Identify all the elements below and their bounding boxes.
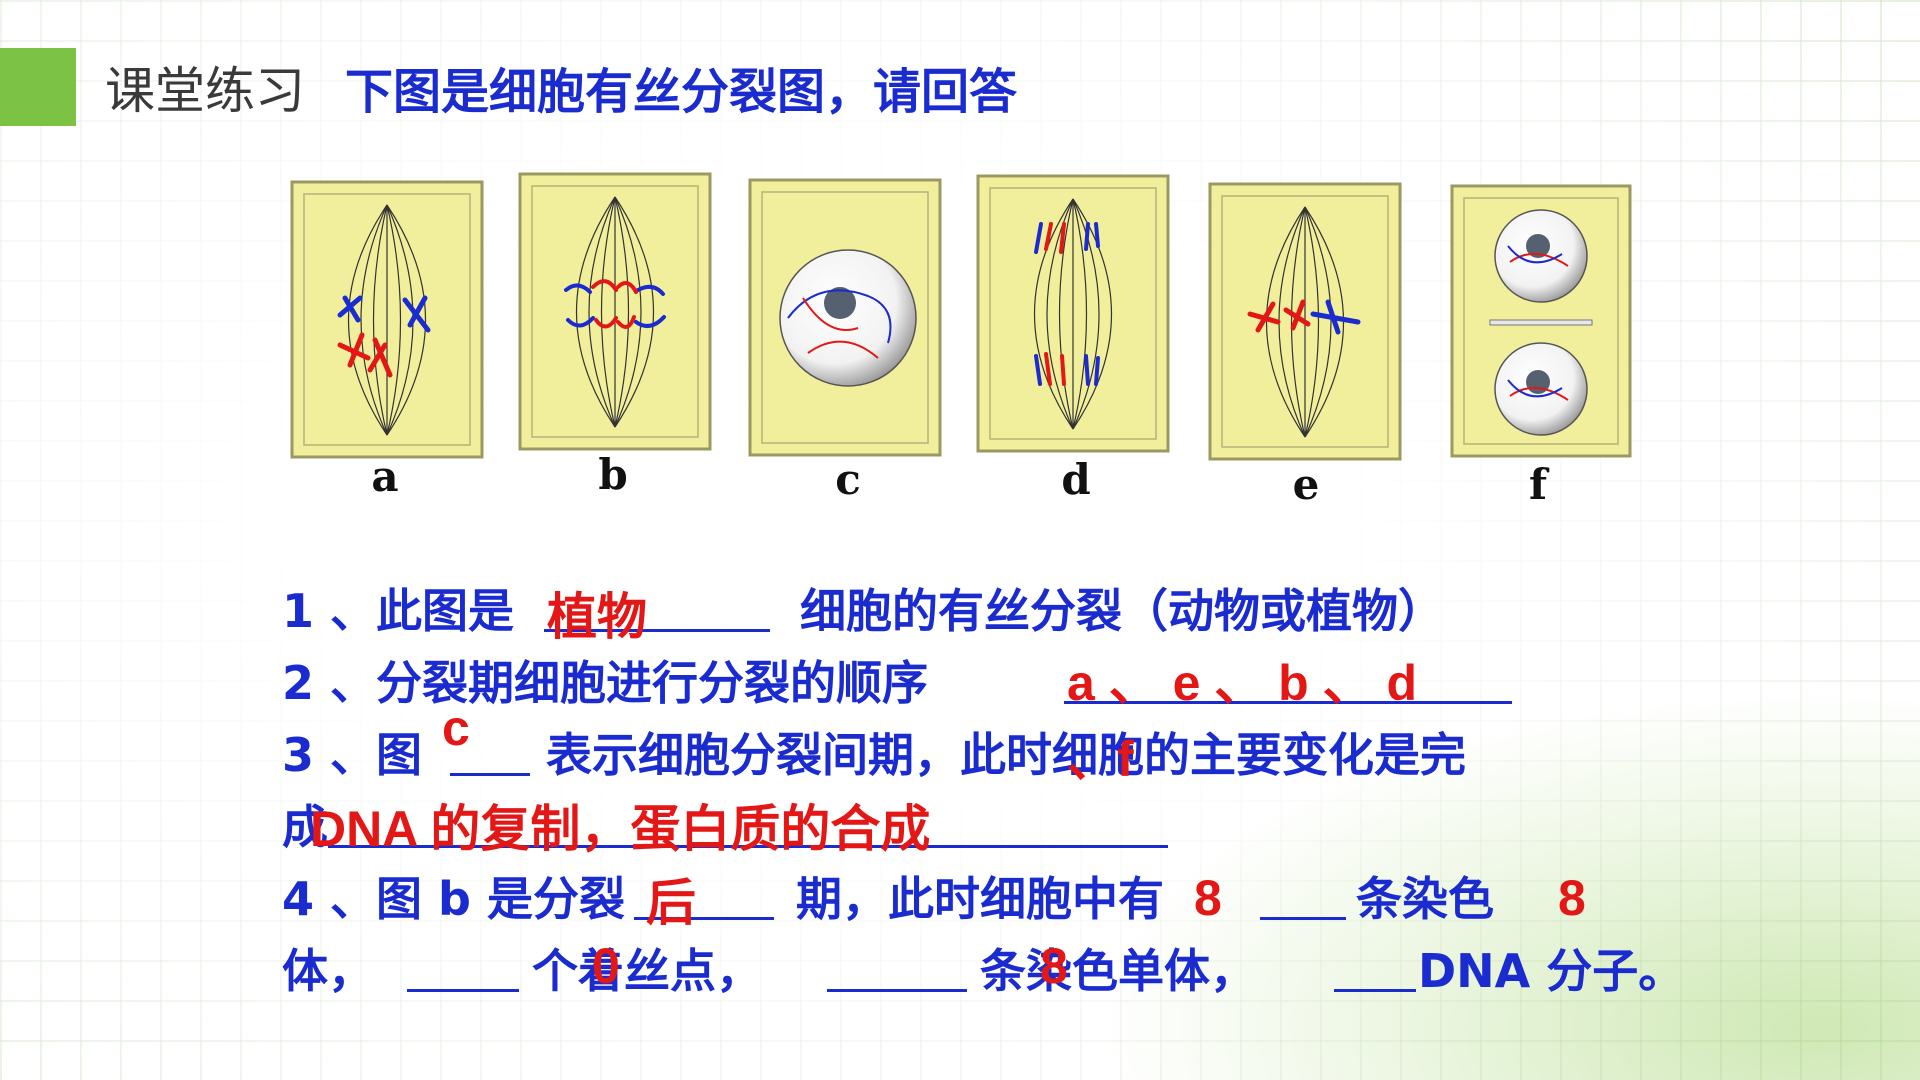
q4-line2-a: 体， xyxy=(282,944,374,998)
q3-answer-f: 、f xyxy=(1067,731,1134,787)
q2-answer: a 、 e 、 b 、 d xyxy=(1067,655,1418,711)
q4-blank-chromosomes xyxy=(1260,863,1346,920)
q4-answer-extra: 8 xyxy=(1558,870,1586,926)
cell-label-b: b xyxy=(598,450,628,499)
q4-answer-centromeres: 0 xyxy=(592,938,620,994)
heading-label: 课堂练习 xyxy=(105,62,305,120)
heading-question: 下图是细胞有丝分裂图，请回答 xyxy=(345,64,1018,120)
question-4: 4 、图 b 是分裂 后 期，此时细胞中有 8 条染色 8 xyxy=(282,863,1732,935)
cell-label-e: e xyxy=(1292,460,1320,509)
q4-line2-b: 个着丝点， xyxy=(532,944,762,998)
q3-answer-c: c xyxy=(442,700,470,756)
q1-suffix: 细胞的有丝分裂（动物或植物） xyxy=(800,584,1444,638)
q4-blank-dna xyxy=(1334,935,1416,992)
q4-answer-phase: 后 xyxy=(646,875,696,931)
background-wave xyxy=(920,440,1920,1080)
q4-answer-chromosomes: 8 xyxy=(1194,870,1222,926)
q1-blank xyxy=(544,575,770,632)
q1-answer: 植物 xyxy=(547,589,647,645)
title-accent-bar xyxy=(0,48,76,126)
q2-prefix: 2 、分裂期细胞进行分裂的顺序 xyxy=(282,656,929,710)
q3-answer-changes: DNA 的复制，蛋白质的合成 xyxy=(310,801,931,857)
q3-line2-prefix: 成 xyxy=(282,800,328,854)
q3-prefix: 3 、图 xyxy=(282,728,423,782)
q1-prefix: 1 、此图是 xyxy=(282,584,515,638)
q4-blank-chromatids xyxy=(827,935,967,992)
q3-middle: 表示细胞分裂间期，此时细胞的主要变化是完 xyxy=(546,728,1466,782)
cell-e-drawing xyxy=(1208,182,1402,461)
q2-blank xyxy=(1064,647,1512,704)
cell-c-drawing xyxy=(748,178,942,457)
question-4-line2: 体， 个着丝点， 0 条染色单体， 8 DNA 分子。 xyxy=(282,935,1732,1007)
q4-end: 条染色 xyxy=(1356,872,1494,926)
cell-diagram-svg xyxy=(290,172,1632,461)
cell-d-drawing xyxy=(976,174,1170,453)
slide-heading: 课堂练习 下图是细胞有丝分裂图，请回答 xyxy=(105,55,1018,120)
q4-middle: 期，此时细胞中有 xyxy=(796,872,1164,926)
cell-a-drawing xyxy=(290,180,484,459)
cell-label-c: c xyxy=(835,455,861,504)
q3-blank-changes xyxy=(328,791,1168,848)
cell-f-drawing xyxy=(1450,184,1632,458)
question-2: 2 、分裂期细胞进行分裂的顺序 a 、 e 、 b 、 d xyxy=(282,647,1732,719)
q3-blank-phase xyxy=(450,719,530,776)
cell-label-d: d xyxy=(1061,455,1091,504)
question-3: 3 、图 c 表示细胞分裂间期，此时细胞的主要变化是完 、f xyxy=(282,700,1732,791)
question-3-line2: 成 DNA 的复制，蛋白质的合成 xyxy=(282,791,1732,863)
q4-prefix: 4 、图 b 是分裂 xyxy=(282,872,625,926)
cell-b-drawing xyxy=(518,172,712,451)
question-1: 1 、此图是 植物 细胞的有丝分裂（动物或植物） xyxy=(282,575,1732,647)
q4-answer-chromatids: 8 xyxy=(1040,938,1068,994)
question-block: 1 、此图是 植物 细胞的有丝分裂（动物或植物） 2 、分裂期细胞进行分裂的顺序… xyxy=(282,575,1732,1007)
q4-blank-phase xyxy=(634,863,774,920)
cell-label-a: a xyxy=(371,452,399,501)
cell-label-f: f xyxy=(1528,460,1548,509)
q4-line2-c: 条染色单体， xyxy=(980,944,1256,998)
q4-blank-centromeres xyxy=(407,935,519,992)
q4-line2-d: DNA 分子。 xyxy=(1418,944,1685,998)
cell-diagram-row: a b c d e f xyxy=(290,172,1650,512)
